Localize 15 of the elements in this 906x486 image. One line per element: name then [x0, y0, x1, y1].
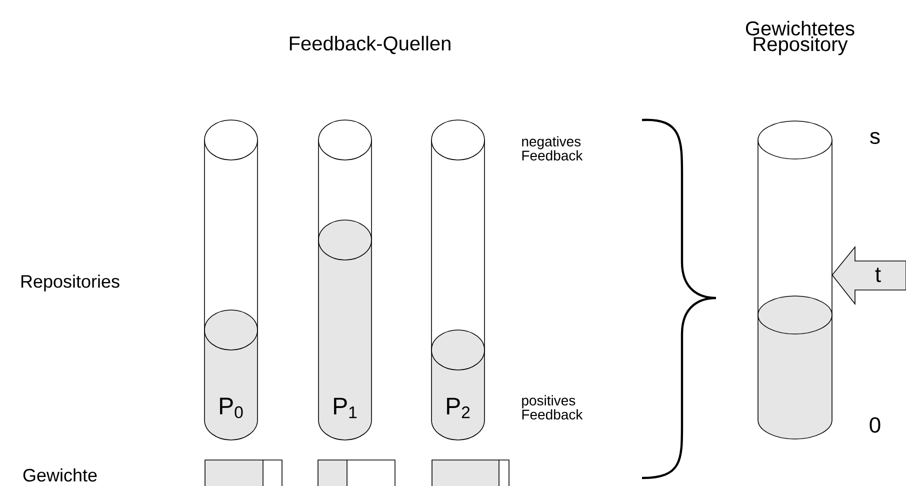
- row-label: Repositories: [21, 274, 120, 292]
- cylinder: P$_{2}$: [431, 120, 485, 440]
- cylinder: [758, 120, 832, 440]
- cylinder: P$_{0}$: [204, 120, 258, 440]
- scale-label: 0: [870, 417, 880, 433]
- weight-bar: [318, 460, 396, 486]
- column-heading: Gewichtetes Repository: [746, 20, 854, 56]
- weight-bar: [432, 460, 510, 486]
- scale-label: negatives Feedback: [522, 136, 583, 161]
- column-heading: Feedback-Quellen: [290, 36, 450, 54]
- cylinder: P$_{1}$: [318, 120, 372, 440]
- scale-label: s: [870, 132, 880, 144]
- scale-label: positives Feedback: [522, 395, 583, 420]
- weight-bar: [204, 460, 282, 486]
- row-label: Gewichte: [23, 468, 97, 482]
